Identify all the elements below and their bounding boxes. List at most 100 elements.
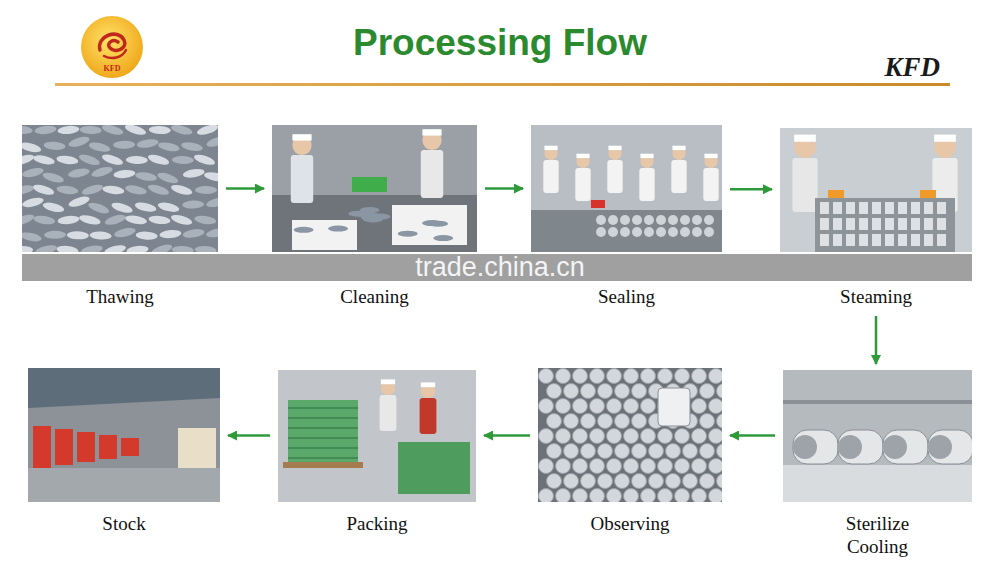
can	[607, 399, 622, 414]
can	[885, 218, 894, 230]
can	[937, 202, 946, 214]
can	[641, 429, 656, 444]
can	[598, 384, 613, 399]
step-caption: Cleaning	[280, 285, 470, 308]
logo-swirl	[104, 50, 126, 58]
retort-door	[838, 435, 862, 459]
worker-cap	[794, 135, 816, 142]
flow-arrow	[484, 434, 530, 437]
can	[539, 399, 554, 414]
pallet	[283, 462, 363, 468]
can	[911, 218, 920, 230]
fish	[205, 134, 218, 148]
can	[709, 399, 723, 414]
can	[590, 429, 605, 444]
can	[649, 444, 664, 459]
fish	[78, 152, 101, 167]
retort-door	[793, 435, 817, 459]
can	[680, 215, 690, 225]
line-belt	[531, 210, 722, 252]
step-photo	[531, 125, 722, 252]
step-caption: Stock	[32, 512, 217, 535]
retort-door	[928, 435, 952, 459]
worker-body	[543, 160, 558, 193]
step-caption: Sterilize Cooling	[823, 512, 933, 558]
can	[607, 369, 622, 384]
fish	[193, 153, 216, 167]
can	[683, 474, 698, 489]
worker-body	[380, 395, 397, 431]
fish	[67, 195, 90, 209]
fish	[22, 231, 42, 243]
can	[668, 215, 678, 225]
photo-ground	[783, 370, 972, 502]
roof	[28, 368, 220, 408]
worker-body	[671, 160, 686, 193]
fish	[182, 167, 205, 179]
fish	[433, 235, 453, 241]
photo-ground	[28, 368, 220, 502]
fish	[149, 126, 171, 135]
carton-stack	[398, 442, 470, 494]
can	[658, 489, 673, 503]
can	[937, 234, 946, 246]
can	[898, 218, 907, 230]
can	[692, 215, 702, 225]
photo-illustration	[278, 370, 476, 502]
can	[556, 459, 571, 474]
fish	[22, 125, 33, 134]
fish	[205, 226, 218, 239]
can	[547, 414, 562, 429]
fish	[22, 246, 33, 252]
can	[556, 369, 571, 384]
worker-cap	[544, 146, 557, 150]
step-photo	[780, 128, 972, 252]
retort	[928, 430, 972, 464]
worker-body	[421, 150, 443, 198]
step-photo	[538, 368, 722, 502]
can	[615, 384, 630, 399]
can	[581, 384, 596, 399]
fish	[56, 185, 79, 196]
fish	[398, 231, 418, 237]
step-caption: Observing	[540, 512, 720, 535]
photo-illustration	[538, 368, 722, 502]
can	[607, 429, 622, 444]
step-photo	[22, 125, 218, 252]
can	[656, 227, 666, 237]
can	[564, 444, 579, 459]
stock-pile	[121, 438, 139, 456]
photo-content	[278, 370, 476, 502]
worker-cap	[672, 146, 685, 150]
can	[885, 234, 894, 246]
worker-body	[792, 158, 817, 212]
fish	[147, 183, 170, 197]
can	[709, 429, 723, 444]
can	[573, 399, 588, 414]
can	[872, 218, 881, 230]
can	[666, 444, 681, 459]
can	[820, 218, 829, 230]
can	[898, 234, 907, 246]
can	[596, 215, 606, 225]
can	[700, 384, 715, 399]
fish	[170, 213, 193, 227]
photo-illustration	[272, 125, 477, 252]
can	[717, 414, 723, 429]
can	[632, 227, 642, 237]
flow-arrow	[485, 187, 523, 190]
can	[573, 459, 588, 474]
worker-body	[420, 398, 437, 434]
fish	[135, 231, 157, 240]
can	[656, 215, 666, 225]
fish	[126, 156, 148, 165]
process-step: Cleaning	[272, 125, 477, 308]
crate	[392, 205, 467, 245]
photo-illustration	[28, 368, 220, 502]
fish	[159, 229, 182, 239]
can	[680, 227, 690, 237]
fish	[35, 243, 58, 252]
can	[675, 369, 690, 384]
step-caption: Sealing	[534, 285, 719, 308]
photo-ground	[278, 370, 476, 502]
